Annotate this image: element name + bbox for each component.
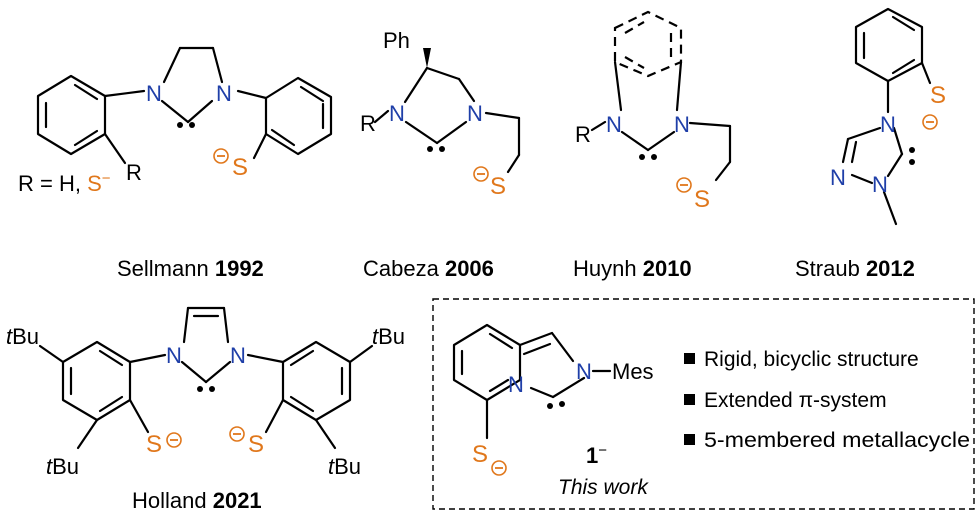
structure-straub: N N N S [830,7,946,226]
this-work-s-label: S [472,441,488,468]
caption-sellmann: Sellmann 1992 [117,256,264,281]
straub-s-label: S [930,82,946,109]
this-work-n-mes: N [576,359,592,384]
this-work-mes-label: Mes [612,359,654,384]
holland-s-right-charge [229,426,245,442]
huynh-s-label: S [694,186,710,213]
structure-sellmann: N N R S R = H, S− [18,46,333,196]
this-work-n-bridge: N [508,372,524,397]
cabeza-n-left: N [389,101,405,126]
feature-item-3: 5-membered metallacycle [704,429,970,452]
cabeza-n-right: N [467,101,483,126]
structure-cabeza: Ph N N R S [360,28,521,200]
holland-s-right: S [248,431,264,458]
holland-s-left-charge [166,432,182,448]
huynh-n-left: N [606,112,622,137]
sellmann-s-charge [213,148,229,164]
sellmann-n-right: N [216,81,232,106]
structure-this-work: N N Mes S [452,323,654,476]
huynh-n-right: N [674,112,690,137]
bullet-icon [684,394,695,405]
cabeza-s-label: S [490,173,506,200]
straub-n-bottom: N [872,172,888,197]
this-work-s-charge [491,460,507,476]
holland-tbu-topleft: tBu [6,324,39,349]
sellmann-s-label: S [232,154,248,181]
caption-straub: Straub 2012 [795,256,915,281]
holland-tbu-bottomright: tBu [328,454,361,479]
structure-huynh: N N R S [575,10,732,213]
this-work-box [432,298,975,510]
sellmann-r-definition: R = H, S− [18,170,111,196]
huynh-s-charge [676,177,692,193]
compound-number: 1− [586,442,607,468]
cabeza-s-charge [473,166,489,182]
holland-tbu-bottomleft: tBu [46,454,79,479]
bullet-icon [684,353,695,364]
this-work-label: This work [558,476,649,499]
huynh-r-label: R [575,122,591,147]
feature-item-2: Extended π-system [704,389,887,412]
caption-huynh: Huynh 2010 [573,256,692,281]
holland-tbu-topright: tBu [372,324,405,349]
straub-s-charge [922,114,938,130]
holland-s-left: S [146,431,162,458]
feature-item-1: Rigid, bicyclic structure [704,348,919,371]
straub-n-top: N [880,112,896,137]
holland-n-left: N [166,343,182,368]
caption-holland: Holland 2021 [132,488,262,513]
feature-list: Rigid, bicyclic structure Extended π-sys… [684,348,970,452]
caption-cabeza: Cabeza 2006 [363,256,494,281]
sellmann-r-label: R [126,160,142,185]
straub-n-left: N [830,165,846,190]
holland-n-right: N [230,343,246,368]
sellmann-n-left: N [146,81,162,106]
cabeza-ph-label: Ph [383,28,410,53]
bullet-icon [684,434,695,445]
cabeza-r-label: R [360,111,376,136]
structure-holland: N N tBu tBu S tBu tBu S [6,306,405,479]
